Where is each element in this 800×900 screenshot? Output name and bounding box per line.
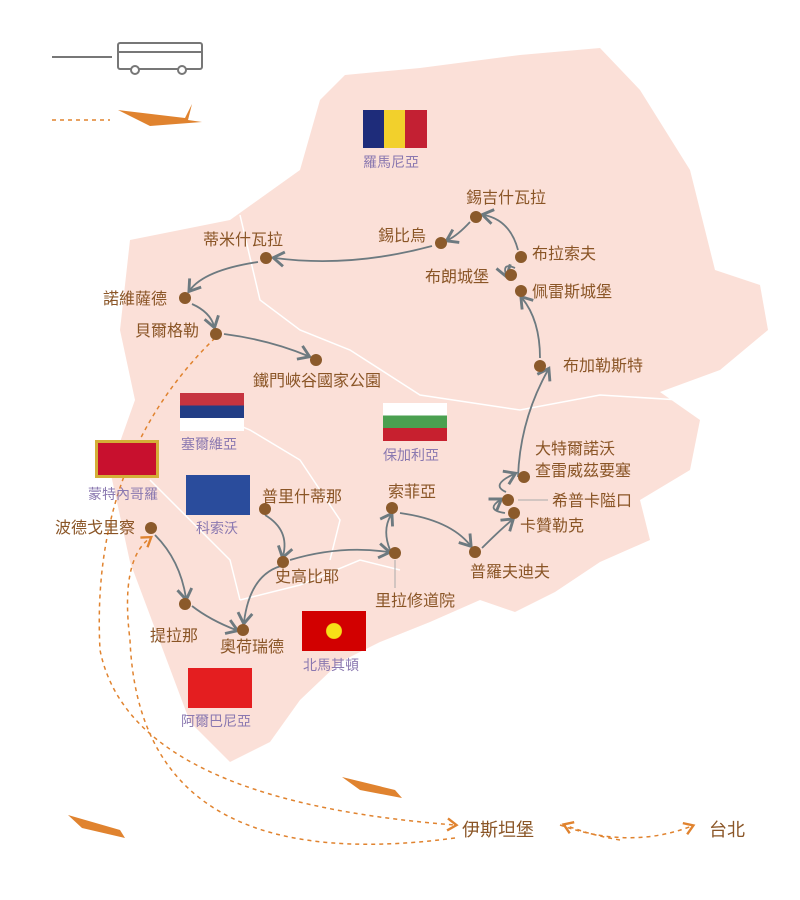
city-label: 普里什蒂那 — [262, 487, 343, 506]
destination-istanbul: 伊斯坦堡 — [462, 820, 534, 841]
city-label: 鐵門峽谷國家公園 — [253, 371, 382, 390]
city-label: 大特爾諾沃 — [535, 439, 616, 458]
bulgaria-flag — [383, 403, 447, 441]
country-label-kosovo: 科索沃 — [196, 521, 238, 537]
country-label-montenegro: 蒙特內哥羅 — [88, 487, 158, 503]
city-label: 佩雷斯城堡 — [532, 282, 613, 301]
kosovo-flag — [186, 475, 250, 515]
romania-flag — [363, 110, 427, 148]
serbia-flag — [180, 393, 244, 431]
country-label-serbia: 塞爾維亞 — [181, 437, 237, 453]
city-label: 索菲亞 — [388, 482, 437, 501]
leader-lines — [394, 499, 548, 588]
airplane-icon — [342, 777, 402, 798]
city-label: 布加勒斯特 — [563, 356, 644, 375]
city-label: 波德戈里察 — [55, 518, 136, 537]
city-label: 希普卡隘口 — [552, 491, 633, 510]
country-label-north-macedonia: 北馬其頓 — [303, 658, 359, 674]
airplane-icon — [118, 104, 202, 126]
airplane-icon — [68, 815, 125, 838]
bus-routes — [154, 208, 552, 635]
destination-taipei: 台北 — [709, 820, 745, 841]
city-label: 卡贊勒克 — [520, 516, 585, 535]
albania-flag — [188, 668, 252, 708]
city-label: 錫比烏 — [378, 226, 427, 245]
city-label: 普羅夫迪夫 — [470, 562, 551, 581]
country-label-bulgaria: 保加利亞 — [383, 448, 439, 464]
montenegro-flag — [95, 440, 159, 478]
city-label: 奧荷瑞德 — [220, 637, 285, 656]
bus-icon — [117, 42, 203, 75]
country-label-albania: 阿爾巴尼亞 — [181, 714, 251, 730]
city-label: 布朗城堡 — [425, 267, 490, 286]
north-macedonia-flag — [302, 611, 366, 651]
city-label: 錫吉什瓦拉 — [466, 188, 547, 207]
flight-routes — [52, 119, 696, 845]
city-label: 布拉索夫 — [532, 244, 597, 263]
city-label: 蒂米什瓦拉 — [203, 230, 284, 249]
city-label: 貝爾格勒 — [135, 321, 200, 340]
city-label: 里拉修道院 — [375, 591, 456, 610]
city-label: 查雷威茲要塞 — [535, 461, 632, 480]
city-label: 提拉那 — [150, 626, 199, 645]
country-label-romania: 羅馬尼亞 — [363, 155, 419, 171]
city-label: 諾維薩德 — [103, 289, 168, 308]
city-dots — [145, 211, 546, 636]
city-label: 史高比耶 — [275, 567, 340, 586]
